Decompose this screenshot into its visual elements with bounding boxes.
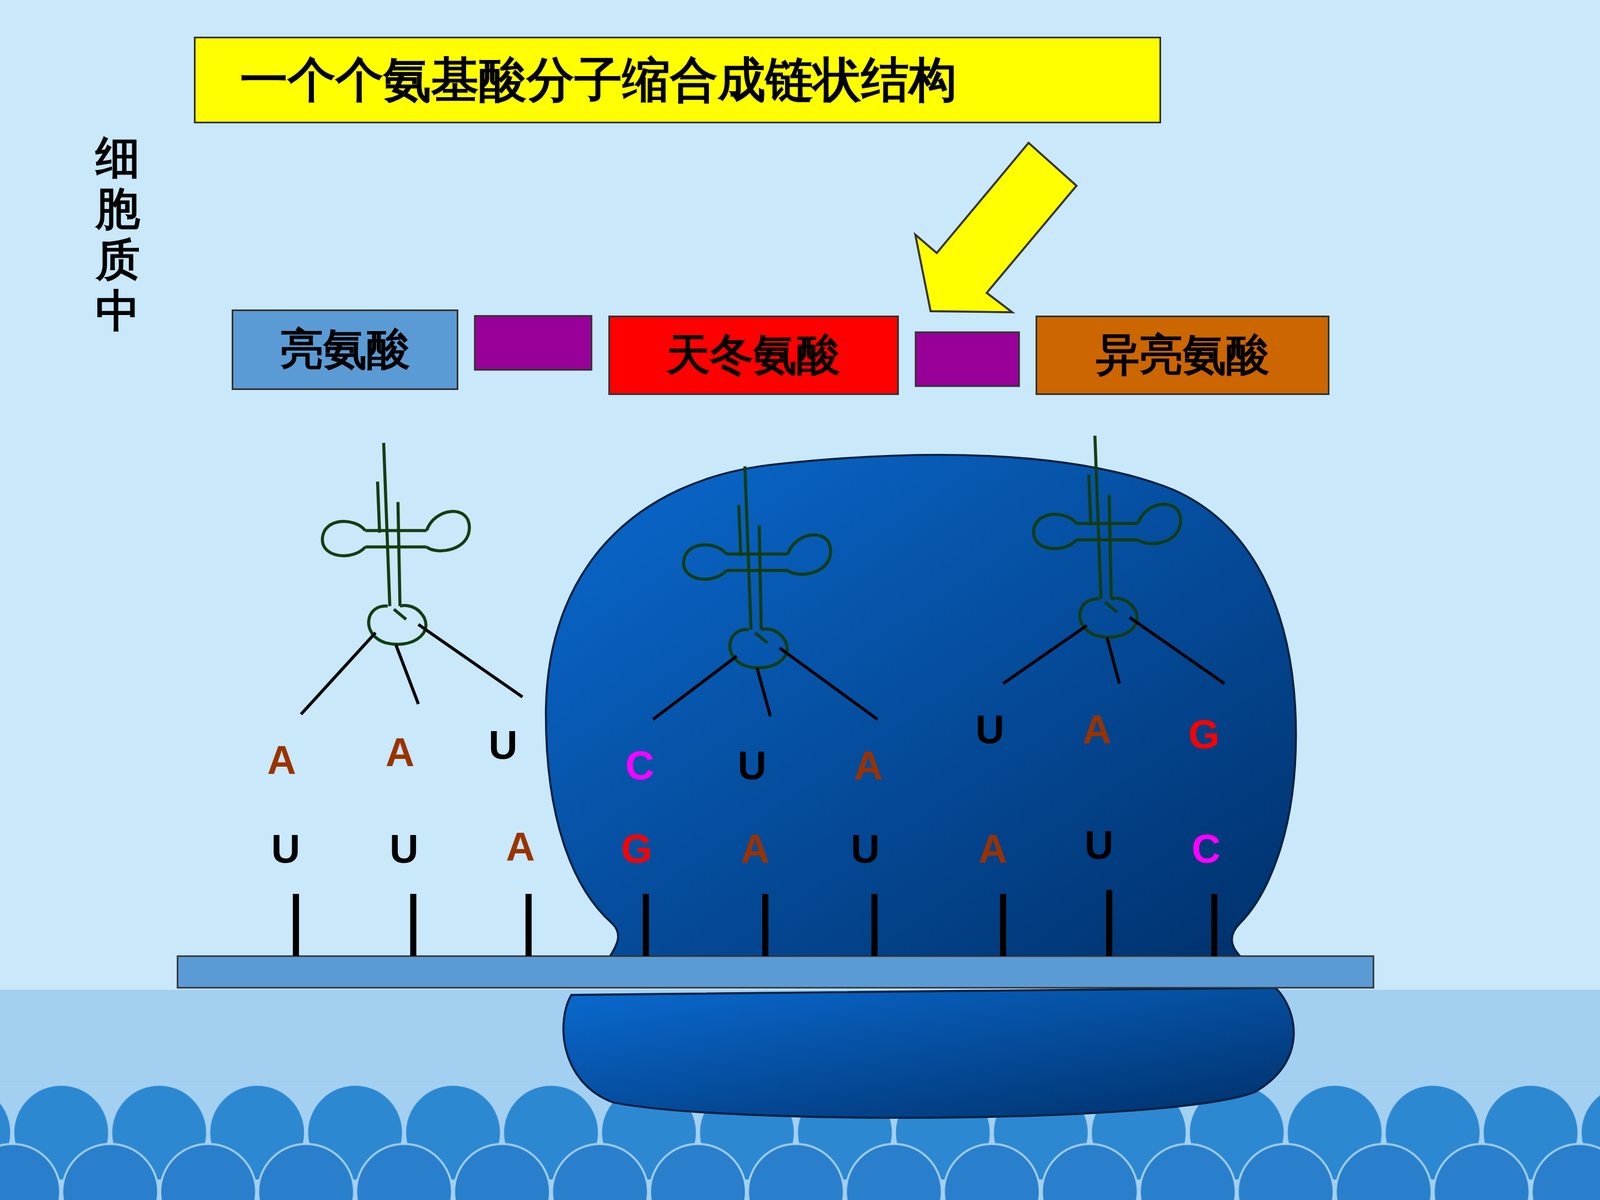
peptide-bond [915,332,1019,387]
anticodon-base: U [975,709,1005,750]
yellow-arrow [915,142,1077,313]
amino-acid-box: 天冬氨酸 [608,315,899,395]
codon-base: U [851,828,880,869]
codon-base: U [1084,825,1114,865]
anticodon-base: A [267,740,297,780]
codon-base: U [271,828,300,869]
peptide-bond-outline [475,316,592,370]
anticodon-base: U [737,745,767,786]
anticodon-base: C [625,745,655,786]
amino-acid-box: 亮氨酸 [231,309,459,390]
anticodon-base: A [1082,709,1112,750]
region-label: 细胞质中 [95,132,140,337]
anticodon-base: U [488,725,518,765]
codon-base: A [978,828,1008,869]
mrna-strand [177,956,1374,988]
codon-base: G [621,828,653,869]
base-ticks [296,890,1215,957]
title-text: 一个个氨基酸分子缩合成链状结构 [240,47,957,113]
amino-acid-name: 异亮氨酸 [1096,326,1270,385]
codon-base: C [1191,828,1221,869]
anticodon-base: A [853,745,883,786]
peptide-bond [475,316,592,370]
codon-base: A [506,826,535,867]
amino-acid-name: 天冬氨酸 [666,326,840,385]
amino-acid-box: 异亮氨酸 [1035,315,1330,395]
codon-base: U [389,828,419,869]
peptide-bond-outline [915,332,1019,387]
anticodon-base: G [1188,714,1220,755]
title-box: 一个个氨基酸分子缩合成链状结构 [193,36,1162,124]
ribosome-small-subunit [563,987,1294,1118]
amino-acid-name: 亮氨酸 [280,320,410,379]
anticodon-base: A [385,732,415,773]
ribosome-large-subunit [546,455,1297,960]
trna-molecules [301,435,1225,720]
codon-base: A [740,828,770,869]
